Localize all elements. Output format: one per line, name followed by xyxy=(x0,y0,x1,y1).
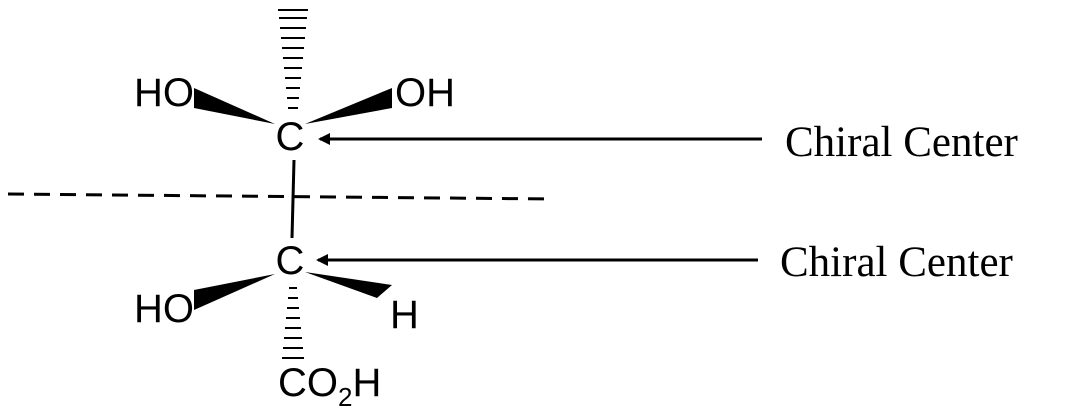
bottom-hashed-bond xyxy=(282,287,304,359)
top-left-group: HO xyxy=(134,71,194,115)
bottom-right-wedge-bond xyxy=(305,272,392,298)
bottom-left-group: HO xyxy=(134,287,194,331)
top-chiral-center-label: Chiral Center xyxy=(785,119,1018,166)
top-right-group: OH xyxy=(395,71,455,115)
carboxyl-subscript: 2 xyxy=(338,382,352,412)
carboxyl-co: CO xyxy=(278,361,338,405)
top-left-wedge-bond xyxy=(194,88,275,124)
carboxyl-group-label: CO2H xyxy=(278,361,381,412)
bottom-left-wedge-bond xyxy=(194,274,275,310)
top-carbon-atom: C xyxy=(276,115,305,159)
bottom-right-group: H xyxy=(390,293,419,337)
carbon-carbon-bond xyxy=(290,159,296,239)
carboxyl-h: H xyxy=(352,361,381,405)
bottom-carbon-atom: C xyxy=(276,239,305,283)
bottom-chiral-center-label: Chiral Center xyxy=(780,239,1013,286)
top-hashed-bond xyxy=(278,9,308,109)
mirror-plane-dashed-line xyxy=(7,192,554,201)
top-right-wedge-bond xyxy=(305,88,392,124)
